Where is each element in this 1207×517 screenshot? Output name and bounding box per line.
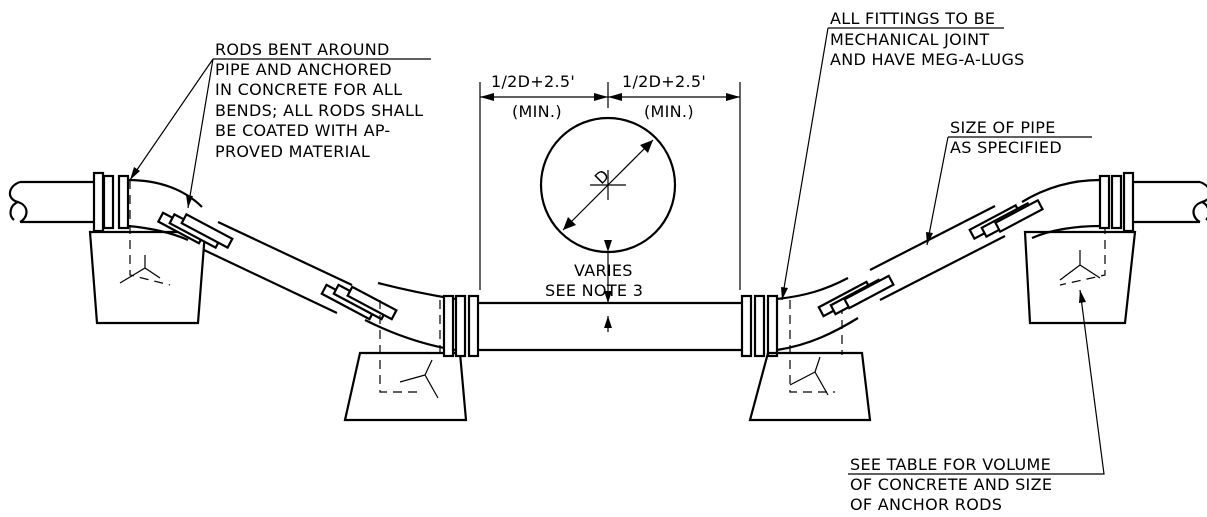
rods-note-line-4: BENDS; ALL RODS SHALL xyxy=(215,101,423,120)
right-end-flange xyxy=(1098,171,1135,233)
dim-right-label: 1/2D+2.5' xyxy=(622,72,706,91)
size-note-line-2: AS SPECIFIED xyxy=(950,138,1062,157)
table-note: SEE TABLE FOR VOLUME OF CONCRETE AND SIZ… xyxy=(848,289,1105,514)
dim-left-label: 1/2D+2.5' xyxy=(491,72,575,91)
table-note-line-3: OF ANCHOR RODS xyxy=(850,495,1002,514)
fittings-note-line-2: MECHANICAL JOINT xyxy=(830,30,989,49)
rods-note: RODS BENT AROUND PIPE AND ANCHORED IN CO… xyxy=(129,40,431,209)
left-horizontal-flange xyxy=(442,294,480,358)
fittings-note-line-1: ALL FITTINGS TO BE xyxy=(830,9,995,28)
right-elbow-fitting xyxy=(968,178,1101,241)
rods-note-line-3: IN CONCRETE FOR ALL xyxy=(215,80,402,99)
left-low-thrust-block xyxy=(343,300,468,422)
left-low-flange xyxy=(320,283,398,321)
left-sloped-pipe xyxy=(203,221,353,314)
center-pipe xyxy=(478,301,742,352)
table-note-line-2: OF CONCRETE AND SIZE xyxy=(850,475,1052,494)
left-end-pipe xyxy=(8,180,95,224)
table-note-line-1: SEE TABLE FOR VOLUME xyxy=(850,455,1051,474)
rods-note-line-5: BE COATED WITH AP- xyxy=(215,121,391,140)
min-width-dimension-lines xyxy=(479,82,741,332)
dim-left-min-label: (MIN.) xyxy=(512,102,562,121)
right-low-thrust-block xyxy=(748,300,872,422)
rods-note-line-6: PROVED MATERIAL xyxy=(215,142,370,161)
fittings-note-line-3: AND HAVE MEG-A-LUGS xyxy=(830,50,1025,69)
right-horizontal-flange xyxy=(740,294,779,358)
varies-label: VARIES xyxy=(574,261,633,280)
size-note-line-1: SIZE OF PIPE xyxy=(950,118,1056,137)
right-sloped-pipe xyxy=(869,205,1006,301)
dim-right-min-label: (MIN.) xyxy=(644,102,694,121)
left-elbow-fitting xyxy=(127,178,234,250)
size-note: SIZE OF PIPE AS SPECIFIED xyxy=(926,118,1092,246)
see-note-label: SEE NOTE 3 xyxy=(545,281,643,300)
right-low-flange xyxy=(817,274,895,318)
left-end-flange xyxy=(92,171,130,233)
fittings-note: ALL FITTINGS TO BE MECHANICAL JOINT AND … xyxy=(781,9,1025,301)
rods-note-line-2: PIPE AND ANCHORED xyxy=(215,60,392,79)
rods-note-line-1: RODS BENT AROUND xyxy=(215,40,390,59)
right-low-elbow xyxy=(776,277,859,352)
right-end-pipe xyxy=(1133,180,1207,224)
pipe-cross-section xyxy=(539,116,677,254)
